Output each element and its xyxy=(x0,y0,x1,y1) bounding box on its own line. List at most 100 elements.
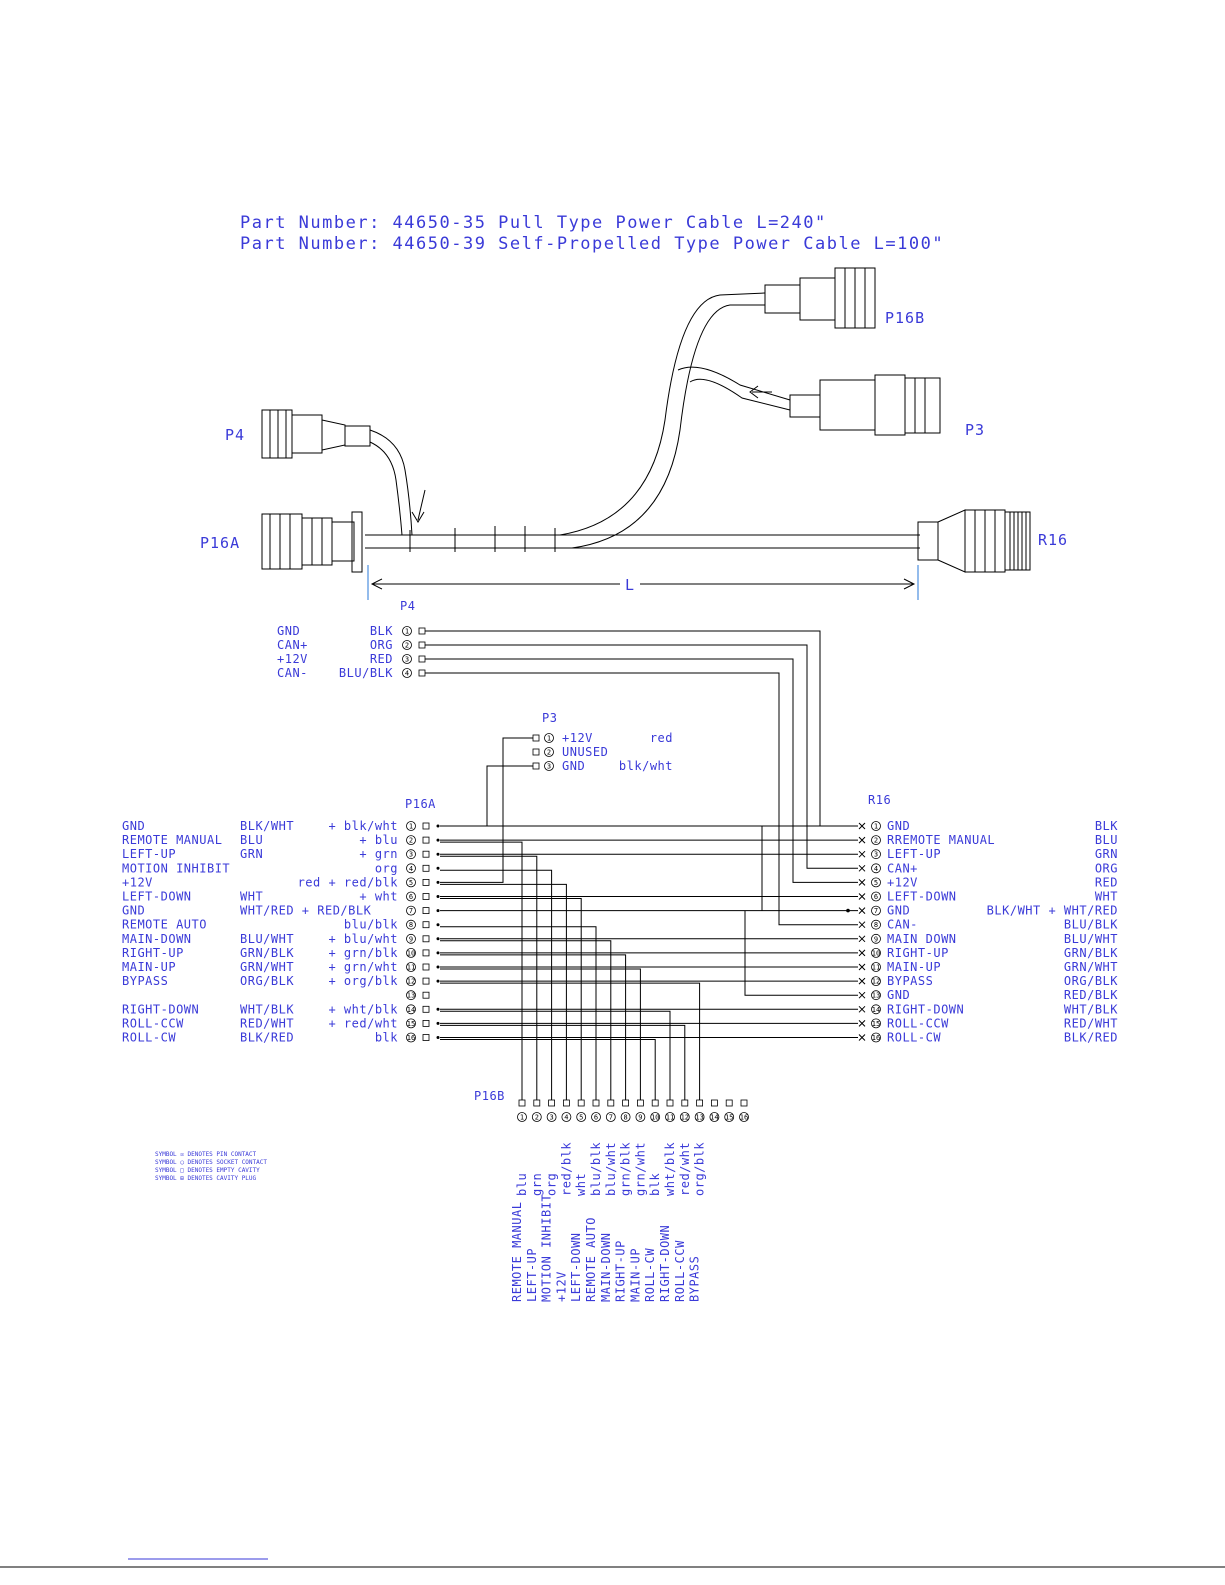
p16a-pin-13-circle xyxy=(406,990,416,1001)
p16a-pin-11-number: 11 xyxy=(407,964,415,972)
label-p3: P3 xyxy=(965,421,985,439)
p16a-socket-10 xyxy=(422,949,430,957)
r16-pin-contact-10 xyxy=(858,949,866,957)
p16b-pin-15-number: 15 xyxy=(725,1114,733,1122)
p16a-pin-14-circle xyxy=(406,1004,416,1015)
p3-pin-color: red xyxy=(650,731,673,745)
r16-pin-9-circle xyxy=(871,933,881,944)
p16a-pin-15-circle xyxy=(406,1018,416,1029)
p16a-pin-function: REMOTE MANUAL xyxy=(122,833,222,847)
p16b-pin-5-circle xyxy=(576,1112,587,1122)
p16a-pin-color: BLK/WHT xyxy=(240,819,294,833)
p16a-socket-15 xyxy=(422,1020,430,1027)
r16-pin-contact-4 xyxy=(858,864,866,872)
p16a-pin-5: 5 xyxy=(406,877,416,888)
p16b-pin-function: MOTION INHIBIT xyxy=(540,1194,554,1302)
p4-header: P4 xyxy=(400,599,415,613)
p16b-socket-4 xyxy=(563,1099,570,1107)
p16a-splice-dot xyxy=(436,1036,440,1039)
wire-p16a-p16b-9 xyxy=(440,968,641,1100)
p16a-pin-wire: + blk/wht xyxy=(328,819,398,833)
p16a-pin-11: 11 xyxy=(406,962,416,972)
p16b-pin-function: REMOTE AUTO xyxy=(584,1217,598,1302)
p3-pin-function: GND xyxy=(562,759,585,773)
p16a-socket-6 xyxy=(422,893,430,900)
r16-pin-2-number: 2 xyxy=(874,837,878,845)
p16b-pin-4-circle xyxy=(561,1112,572,1122)
p16b-pin-function: LEFT-DOWN xyxy=(569,1232,583,1302)
p16b-socket-14 xyxy=(711,1099,718,1107)
p4-pin-color: RED xyxy=(370,652,393,666)
label-r16: R16 xyxy=(1038,531,1068,549)
p16a-pin-11-circle xyxy=(406,962,416,972)
r16-pin-color: GRN/WHT xyxy=(1064,960,1118,974)
legend-line-1: SYMBOL ☒ DENOTES PIN CONTACT xyxy=(155,1151,257,1158)
r16-pin-function: GND xyxy=(887,904,910,918)
p16a-pin-wire: blk xyxy=(375,1031,398,1045)
r16-pin-16-circle xyxy=(871,1032,881,1043)
p16a-pin-2-number: 2 xyxy=(409,837,413,845)
title-line-1: Part Number: 44650-35 Pull Type Power Ca… xyxy=(240,213,827,233)
r16-pin-8-circle xyxy=(871,919,881,930)
p16b-pin-color: grn/blk xyxy=(619,1142,633,1196)
p16a-pin-12-circle xyxy=(406,976,416,986)
wire-p4-12v xyxy=(425,658,858,883)
p4-pin-function: GND xyxy=(277,624,300,638)
p16b-header: P16B xyxy=(474,1089,505,1103)
p3-socket-1 xyxy=(532,734,540,742)
p3-socket-3 xyxy=(532,762,540,770)
p16b-socket-7 xyxy=(607,1099,615,1107)
r16-pin-10: 10 xyxy=(871,948,881,958)
r16-pin-contact-12 xyxy=(858,977,866,985)
p16a-pin-function: LEFT-UP xyxy=(122,847,176,861)
p16a-pin-wire: + grn xyxy=(359,847,398,861)
r16-pin-14-number: 14 xyxy=(872,1006,880,1014)
symbol-legend: SYMBOL ☒ DENOTES PIN CONTACT SYMBOL ◯ DE… xyxy=(155,1151,267,1182)
r16-pin-6: 6 xyxy=(871,891,881,902)
p16a-pin-function: +12V xyxy=(122,875,153,889)
p16b-pin-7: 7 xyxy=(605,1112,616,1122)
p16a-pin-10: 10 xyxy=(406,948,416,958)
p16b-pin-13-circle xyxy=(694,1112,705,1122)
p16b-pin-15-circle xyxy=(724,1112,735,1122)
r16-pin-contact-13 xyxy=(858,991,866,999)
p3-pin-2-number: 2 xyxy=(547,749,551,757)
p16a-pin-3-number: 3 xyxy=(409,851,413,859)
r16-pin-16-number: 16 xyxy=(872,1034,880,1042)
r16-pin-function: ROLL-CCW xyxy=(887,1016,949,1030)
p16a-pin-wire: + blu xyxy=(359,833,398,847)
p3-pin-3-circle xyxy=(544,761,554,771)
p16b-pin-14-number: 14 xyxy=(710,1114,718,1122)
p4-pin-1: 1 xyxy=(402,626,412,636)
p16a-pin-function: GND xyxy=(122,819,145,833)
p16a-splice-dot xyxy=(436,1007,440,1011)
r16-pin-7: 7 xyxy=(871,905,881,916)
p16a-splice-dot xyxy=(436,866,440,870)
r16-pin-13-number: 13 xyxy=(872,992,880,1000)
r16-pin-function: MAIN DOWN xyxy=(887,932,957,946)
p16b-socket-11 xyxy=(666,1099,674,1107)
label-p4: P4 xyxy=(225,426,245,444)
p16a-pin-4-circle xyxy=(406,863,416,874)
r16-pin-13-circle xyxy=(871,990,881,1001)
p4-socket-2 xyxy=(418,641,426,649)
p16a-socket-16 xyxy=(422,1034,430,1041)
wire-p16a-p16b-1 xyxy=(440,841,523,1100)
p16b-pin-9-circle xyxy=(635,1112,646,1122)
p16a-pin-1-circle xyxy=(406,821,416,831)
p4-pin-color: ORG xyxy=(370,638,393,652)
p16b-pin-color: red/blk xyxy=(559,1142,573,1196)
p16b-pin-16: 16 xyxy=(739,1112,749,1122)
p16a-pin-wire: + wht/blk xyxy=(328,1002,398,1016)
r16-pin-8: 8 xyxy=(871,919,881,930)
p16b-pin-color: grn/wht xyxy=(633,1142,647,1196)
r16-pin-color: WHT/BLK xyxy=(1064,1002,1118,1016)
p16b-pin-11: 11 xyxy=(665,1112,675,1122)
p16b-pin-1: 1 xyxy=(517,1112,527,1122)
p3-pin-1-circle xyxy=(544,733,554,743)
p16a-pin-14-number: 14 xyxy=(407,1006,415,1014)
r16-pin-3-number: 3 xyxy=(874,851,878,859)
p16b-pin-color: blu xyxy=(515,1173,529,1196)
p16a-pin-12-number: 12 xyxy=(407,978,415,986)
